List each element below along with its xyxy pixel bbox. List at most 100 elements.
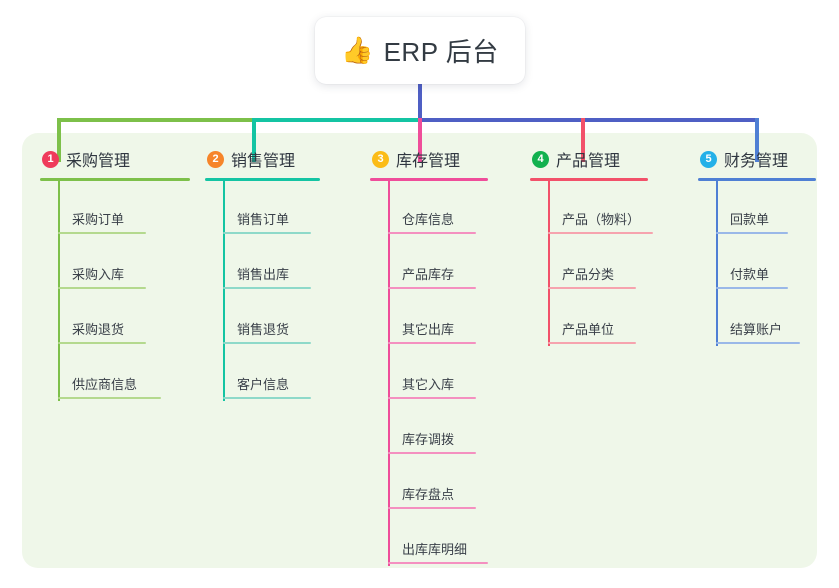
branch-item-underline bbox=[388, 507, 476, 509]
branch-item-label: 结算账户 bbox=[730, 322, 783, 337]
branch-item[interactable]: 库存盘点 bbox=[370, 456, 488, 511]
branch-number-badge: 5 bbox=[700, 150, 717, 168]
branch-item[interactable]: 产品分类 bbox=[530, 236, 648, 291]
branch-item-label: 销售订单 bbox=[237, 212, 290, 227]
branch-item-label: 销售退货 bbox=[237, 322, 290, 337]
branch-spine bbox=[388, 181, 390, 566]
branch-item[interactable]: 回款单 bbox=[698, 181, 816, 236]
branch-item-underline bbox=[388, 452, 476, 454]
branch-item-list: 回款单付款单结算账户 bbox=[698, 181, 816, 346]
branch-item-underline bbox=[223, 342, 311, 344]
branch-item-underline bbox=[388, 562, 488, 564]
branch-item-label: 回款单 bbox=[730, 212, 770, 227]
branch-header[interactable]: 1 采购管理 bbox=[40, 146, 190, 172]
branch-header[interactable]: 2 销售管理 bbox=[205, 146, 320, 172]
branch-item-underline bbox=[58, 342, 146, 344]
branch-item-underline bbox=[58, 232, 146, 234]
branch-item[interactable]: 客户信息 bbox=[205, 346, 320, 401]
branch-item-label: 仓库信息 bbox=[402, 212, 455, 227]
branch-number-badge: 1 bbox=[42, 150, 59, 168]
branch-item[interactable]: 产品（物料） bbox=[530, 181, 653, 236]
branch-item-underline bbox=[58, 287, 146, 289]
branch-item-underline bbox=[388, 232, 476, 234]
branch-item[interactable]: 出库库明细 bbox=[370, 511, 488, 566]
branch-item-underline bbox=[223, 287, 311, 289]
branch-item[interactable]: 其它出库 bbox=[370, 291, 488, 346]
branch-item-label: 出库库明细 bbox=[402, 542, 468, 557]
branch-spine bbox=[548, 181, 550, 346]
branch-item-underline bbox=[716, 287, 788, 289]
branch-item-underline bbox=[548, 287, 636, 289]
branch-item-label: 采购入库 bbox=[72, 267, 125, 282]
branch-item-label: 付款单 bbox=[730, 267, 770, 282]
branch-item-list: 产品（物料） 产品分类产品单位 bbox=[530, 181, 653, 346]
branch-item[interactable]: 产品库存 bbox=[370, 236, 488, 291]
branch-item[interactable]: 产品单位 bbox=[530, 291, 648, 346]
branch-item-underline bbox=[716, 342, 800, 344]
branch-item-list: 仓库信息产品库存其它出库其它入库库存调拨库存盘点出库库明细 bbox=[370, 181, 488, 566]
branch-column[interactable]: 3 库存管理仓库信息产品库存其它出库其它入库库存调拨库存盘点出库库明细 bbox=[370, 146, 488, 566]
branch-item-label: 供应商信息 bbox=[72, 377, 138, 392]
branch-item-label: 其它入库 bbox=[402, 377, 455, 392]
branch-column[interactable]: 2 销售管理销售订单销售出库销售退货客户信息 bbox=[205, 146, 320, 401]
branch-item[interactable]: 采购退货 bbox=[40, 291, 190, 346]
root-node[interactable]: 👍 ERP 后台 bbox=[315, 17, 525, 84]
branch-column[interactable]: 1 采购管理采购订单采购入库采购退货供应商信息 bbox=[40, 146, 190, 401]
branch-item[interactable]: 仓库信息 bbox=[370, 181, 488, 236]
branch-header[interactable]: 4 产品管理 bbox=[530, 146, 648, 172]
branch-item[interactable]: 采购入库 bbox=[40, 236, 190, 291]
branch-item-underline bbox=[548, 342, 636, 344]
branch-item-underline bbox=[388, 342, 476, 344]
branch-number-badge: 4 bbox=[532, 150, 549, 168]
branch-item-label: 产品分类 bbox=[562, 267, 615, 282]
branch-item-label: 库存调拨 bbox=[402, 432, 455, 447]
root-title: ERP 后台 bbox=[383, 37, 499, 67]
branch-item-underline bbox=[223, 397, 311, 399]
branch-title: 库存管理 bbox=[396, 153, 461, 170]
branch-item[interactable]: 结算账户 bbox=[698, 291, 816, 346]
branch-spine bbox=[716, 181, 718, 346]
branch-item-underline bbox=[58, 397, 161, 399]
branch-item[interactable]: 销售订单 bbox=[205, 181, 320, 236]
branch-item-underline bbox=[548, 232, 653, 234]
branch-header[interactable]: 3 库存管理 bbox=[370, 146, 488, 172]
branch-item-label: 客户信息 bbox=[237, 377, 290, 392]
branch-item-label: 采购退货 bbox=[72, 322, 125, 337]
branch-item-list: 销售订单销售出库销售退货客户信息 bbox=[205, 181, 320, 401]
branch-item-list: 采购订单采购入库采购退货供应商信息 bbox=[40, 181, 190, 401]
branch-underline bbox=[40, 178, 190, 181]
branch-underline bbox=[698, 178, 816, 181]
branch-item[interactable]: 销售出库 bbox=[205, 236, 320, 291]
branch-item-underline bbox=[223, 232, 311, 234]
branch-underline bbox=[530, 178, 648, 181]
branch-item-underline bbox=[388, 397, 476, 399]
branch-item[interactable]: 采购订单 bbox=[40, 181, 190, 236]
branch-underline bbox=[370, 178, 488, 181]
branch-item-underline bbox=[388, 287, 476, 289]
branch-item-label: 采购订单 bbox=[72, 212, 125, 227]
branch-item-label: 其它出库 bbox=[402, 322, 455, 337]
branch-title: 采购管理 bbox=[66, 153, 131, 170]
branch-item-label: 产品（物料） bbox=[562, 212, 641, 227]
branch-item-label: 库存盘点 bbox=[402, 487, 455, 502]
branch-item[interactable]: 库存调拨 bbox=[370, 401, 488, 456]
branch-number-badge: 2 bbox=[207, 150, 224, 168]
branch-item-label: 产品库存 bbox=[402, 267, 455, 282]
branch-number-badge: 3 bbox=[372, 150, 389, 168]
branch-item[interactable]: 供应商信息 bbox=[40, 346, 190, 401]
branch-item-label: 产品单位 bbox=[562, 322, 615, 337]
branch-title: 销售管理 bbox=[231, 153, 296, 170]
branch-title: 产品管理 bbox=[556, 153, 621, 170]
branch-item[interactable]: 销售退货 bbox=[205, 291, 320, 346]
branch-underline bbox=[205, 178, 320, 181]
branch-spine bbox=[58, 181, 60, 401]
branch-column[interactable]: 4 产品管理产品（物料） 产品分类产品单位 bbox=[530, 146, 653, 346]
thumbs-up-icon: 👍 bbox=[341, 35, 374, 66]
branch-item[interactable]: 其它入库 bbox=[370, 346, 488, 401]
branch-item[interactable]: 付款单 bbox=[698, 236, 816, 291]
branch-item-label: 销售出库 bbox=[237, 267, 290, 282]
branch-spine bbox=[223, 181, 225, 401]
